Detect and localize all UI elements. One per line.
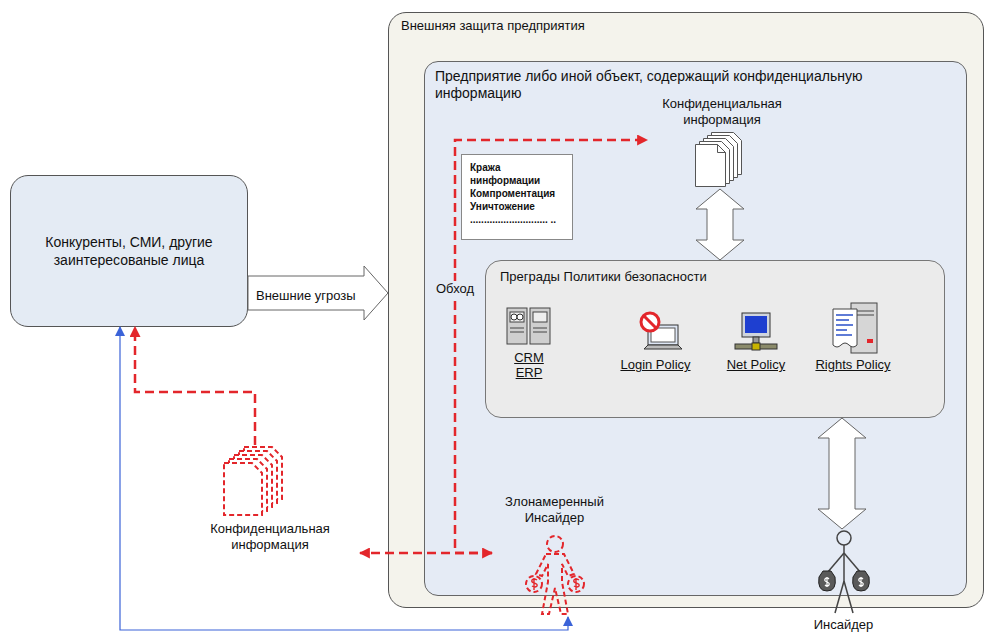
node-text: Инсайдер [801,617,886,632]
insider: Инсайдер [801,529,886,636]
node-text: ............................ .. [470,213,564,226]
documents-node: Конфиденциальная информация [647,94,797,189]
block-arrow [696,189,744,260]
net-policy-node: Net Policy [715,311,797,381]
leaked-documents-icon [222,445,288,517]
node-text: Кража нинформации [470,161,564,187]
edge-label: Внешние угрозы [254,288,358,303]
node-text: Login Policy [606,357,705,372]
rights-policy-node: Rights Policy [801,301,905,385]
node-text: Преграды Политики безопасности [500,269,930,284]
node-text: Уничтожение [470,200,564,213]
node-text: Net Policy [715,357,797,372]
edge-label-holder: Обход [434,279,476,297]
block-arrow [818,418,866,529]
leaked-documents: Конфиденциальная информация [180,445,360,567]
connector [360,552,492,555]
node-text: Внешняя защита предприятия [401,18,971,33]
node-text: CRM ERP [512,350,546,380]
node-text: Rights Policy [801,357,905,372]
insider-figure [813,529,875,615]
rights-policy-icon [831,301,881,355]
threat-callout: Кража нинформацииКомпроментацияУничтожен… [461,154,573,240]
login-policy-icon [636,311,682,353]
connector [120,327,568,630]
node-text: Конфиденциальная информация [180,521,360,553]
login-policy-node: Login Policy [606,311,705,381]
enterprise-zone: Предприятие либо иной объект, содержащий… [424,61,967,596]
edge-label: Обход [434,281,476,296]
node-text: Злонамеренный Инсайдер [492,494,617,526]
node-text: Компроментация [470,187,564,200]
policy-barrier: Преграды Политики безопасностиCRM ERP Lo… [485,260,945,418]
connector [455,140,647,553]
edge-label-holder: Внешние угрозы [254,286,358,304]
malicious-insider: Злонамеренный Инсайдер [492,492,617,617]
documents-icon [695,132,750,188]
crm-erp-node: CRM ERP [498,306,560,388]
server-icon [506,306,552,346]
malicious-insider-figure [524,534,586,616]
block-arrow [248,266,388,320]
outer-zone: Внешняя защита предприятияПредприятие ли… [388,12,984,608]
node-text: Конфиденциальная информация [649,96,795,128]
node-text: Конкуренты, СМИ, другие заинтересованые … [39,233,219,269]
connector [135,327,255,445]
net-policy-icon [734,311,778,353]
competitors-box: Конкуренты, СМИ, другие заинтересованые … [10,175,248,327]
